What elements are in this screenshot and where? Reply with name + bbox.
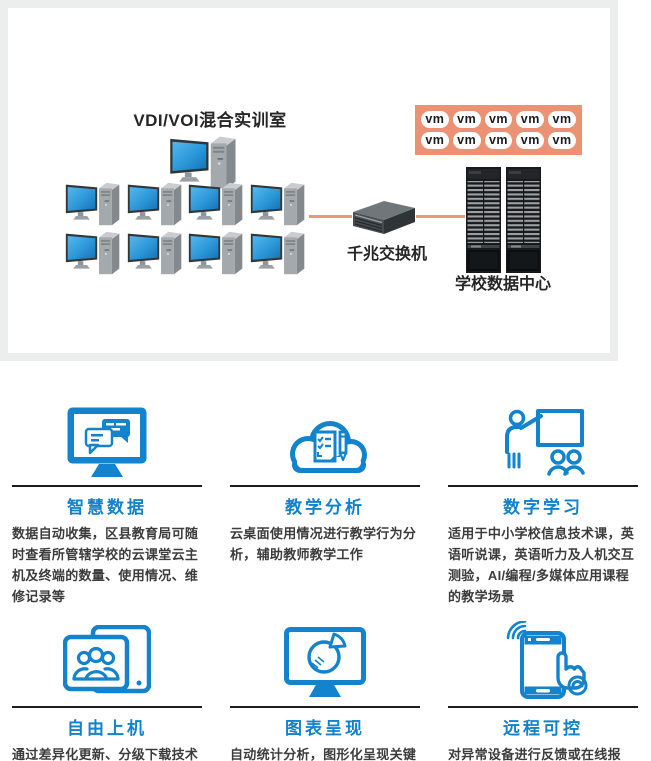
- client-pc: [127, 231, 182, 275]
- feature-card-remote-control: 远程可控 对异常设备进行反馈或在线报修，一键将消息推送至各学校云主机上，提升管理…: [448, 621, 638, 761]
- vm-badge: vm: [421, 132, 449, 149]
- vm-badge: vm: [421, 111, 449, 128]
- teacher-board-icon: [505, 409, 585, 476]
- vm-badge: vm: [452, 132, 481, 149]
- card-body: 数据自动收集，区县教育局可随时查看所管辖学校的云课堂云主机及终端的数量、使用情况…: [12, 526, 199, 604]
- client-pc: [250, 182, 305, 226]
- switch-device: [353, 201, 415, 234]
- card-divider: [12, 485, 202, 487]
- card-divider: [230, 485, 420, 487]
- monitor-chat-icon: [67, 407, 147, 477]
- feature-card-digital-learning: 数字学习 适用于中小学校信息技术课，英语听说课，英语听力及人机交互测验，AI/编…: [448, 402, 638, 607]
- card-title: 教学分析: [285, 498, 365, 517]
- client-pc: [127, 182, 182, 226]
- client-pc: [188, 231, 243, 275]
- card-divider: [12, 706, 202, 708]
- feature-card-teaching-analysis: 教学分析 云桌面使用情况进行教学行为分析，辅助教师教学工作: [230, 402, 420, 607]
- vm-badge: vm: [548, 132, 576, 149]
- card-title: 远程可控: [503, 719, 583, 738]
- card-body: 适用于中小学校信息技术课，英语听说课，英语听力及人机交互测验，AI/编程/多媒体…: [448, 526, 635, 604]
- server-tower: [506, 167, 541, 273]
- devices-group-icon: [63, 625, 151, 694]
- client-pc-cluster: [65, 136, 305, 275]
- client-pc: [65, 182, 120, 226]
- card-body: 自动统计分析，图形化呈现关键结果数据，辅助管理层科学决策: [230, 747, 417, 761]
- monitor-pie-icon: [284, 627, 366, 697]
- vm-badge: vm: [516, 132, 545, 149]
- feature-card-smart-data: 智慧数据 数据自动收集，区县教育局可随时查看所管辖学校的云课堂云主机及终端的数量…: [12, 402, 202, 607]
- card-body: 通过差异化更新、分级下载技术等快速分发镜像，批量化管理，轻松配置云终端，无接插件…: [12, 747, 199, 761]
- card-body: 对异常设备进行反馈或在线报修，一键将消息推送至各学校云主机上，提升管理运维效率: [448, 747, 621, 761]
- card-divider: [448, 485, 638, 487]
- vm-badge: vm: [452, 111, 481, 128]
- client-pc: [170, 136, 236, 189]
- card-body: 云桌面使用情况进行教学行为分析，辅助教师教学工作: [230, 526, 417, 562]
- client-pc: [188, 182, 243, 226]
- vm-badge: vm: [484, 111, 513, 128]
- phone-remote-icon: [506, 621, 588, 699]
- feature-card-free-access: 自由上机 通过差异化更新、分级下载技术等快速分发镜像，批量化管理，轻松配置云终端…: [12, 623, 202, 761]
- card-title: 智慧数据: [67, 498, 147, 517]
- card-title: 图表呈现: [285, 719, 365, 738]
- card-title: 数字学习: [503, 498, 583, 517]
- card-title: 自由上机: [67, 719, 147, 738]
- cloud-report-icon: [290, 421, 367, 473]
- feature-grid: 智慧数据 数据自动收集，区县教育局可随时查看所管辖学校的云课堂云主机及终端的数量…: [12, 402, 639, 761]
- connector-clients-switch: [309, 215, 352, 218]
- vm-badge: vm: [484, 132, 513, 149]
- datacenter-label: 学校数据中心: [454, 276, 551, 293]
- card-divider: [230, 706, 420, 708]
- connector-switch-servers: [416, 215, 465, 218]
- server-racks: [466, 167, 541, 273]
- network-diagram: [65, 136, 541, 275]
- server-tower: [466, 167, 501, 273]
- switch-label: 千兆交换机: [346, 246, 427, 263]
- wifi-waves-icon: [506, 621, 527, 640]
- client-pc: [65, 231, 120, 275]
- room-label: VDI/VOI混合实训室: [133, 111, 287, 130]
- client-pc: [250, 231, 305, 275]
- card-divider: [448, 706, 638, 708]
- vm-badge: vm: [548, 111, 576, 128]
- feature-card-chart-display: 图表呈现 自动统计分析，图形化呈现关键结果数据，辅助管理层科学决策: [230, 623, 420, 761]
- vm-panel: vm vm vm vm vm vm vm vm vm vm: [415, 105, 582, 155]
- vm-badge: vm: [516, 111, 545, 128]
